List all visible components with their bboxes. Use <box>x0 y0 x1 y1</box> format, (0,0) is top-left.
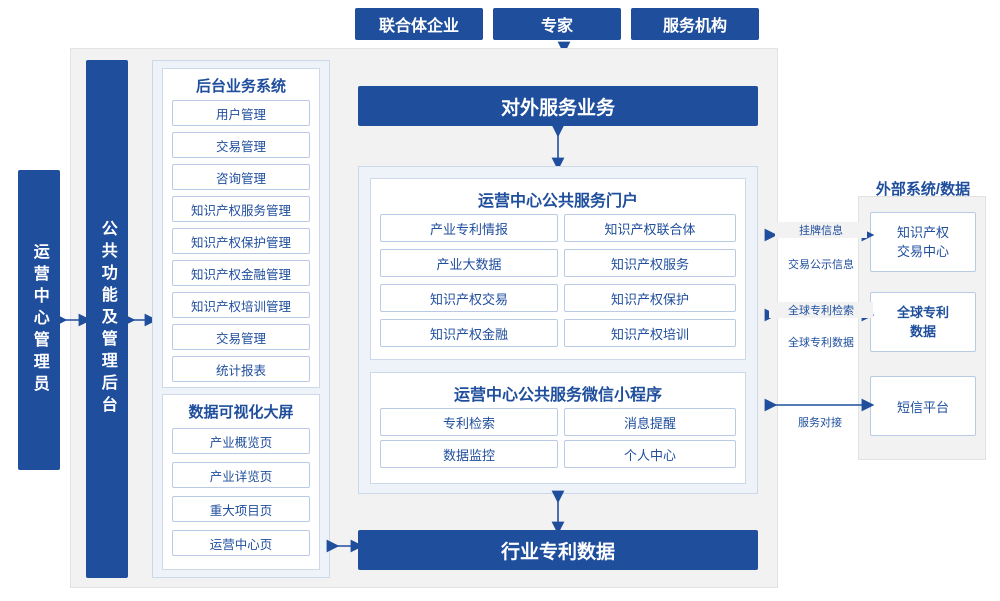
portal-item-6[interactable]: 知识产权金融 <box>380 319 558 347</box>
external-label-listing-info: 挂牌信息 <box>775 222 867 238</box>
backend-item-3[interactable]: 知识产权服务管理 <box>172 196 310 222</box>
external-item-global-patent-line2: 数据 <box>909 324 936 339</box>
backend-item-0[interactable]: 用户管理 <box>172 100 310 126</box>
portal-item-2[interactable]: 产业大数据 <box>380 249 558 277</box>
external-connector-sms <box>764 392 875 418</box>
backend-system-title: 后台业务系统 <box>195 77 286 95</box>
portal-title: 运营中心公共服务门户 <box>477 193 638 210</box>
service-portal-connector <box>540 124 580 171</box>
backend-item-6[interactable]: 知识产权培训管理 <box>172 292 310 318</box>
dashboard-item-1[interactable]: 产业详览页 <box>172 462 310 488</box>
operator-admin-label: 运营中心管理员 <box>30 243 48 397</box>
actor-box-alliance-enterprise[interactable]: 联合体企业 <box>355 8 483 40</box>
industry-patent-data-box[interactable]: 行业专利数据 <box>358 530 758 570</box>
portal-item-0[interactable]: 产业专利情报 <box>380 214 558 242</box>
external-service-box[interactable]: 对外服务业务 <box>358 86 758 126</box>
common-platform-label: 公共功能及管理后台 <box>98 220 116 418</box>
external-label-global-patent-search: 全球专利检索 <box>769 302 873 318</box>
backend-item-5[interactable]: 知识产权金融管理 <box>172 260 310 286</box>
miniprogram-title: 运营中心公共服务微信小程序 <box>453 387 662 404</box>
operator-admin-box[interactable]: 运营中心管理员 <box>18 170 60 470</box>
backend-item-1[interactable]: 交易管理 <box>172 132 310 158</box>
external-label-global-patent-data: 全球专利数据 <box>788 337 854 349</box>
portal-item-7[interactable]: 知识产权培训 <box>564 319 736 347</box>
external-item-sms-platform[interactable]: 短信平台 <box>870 376 976 436</box>
external-label-service-docking: 服务对接 <box>798 417 842 429</box>
external-item-global-patent-line1: 全球专利 <box>896 304 949 320</box>
dashboard-item-0[interactable]: 产业概览页 <box>172 428 310 454</box>
external-item-ip-exchange[interactable]: 知识产权 交易中心 <box>870 212 976 272</box>
external-label-trade-public-info: 交易公示信息 <box>788 259 854 271</box>
backend-item-8[interactable]: 统计报表 <box>172 356 310 382</box>
actor-box-expert[interactable]: 专家 <box>493 8 621 40</box>
dashboard-item-2[interactable]: 重大项目页 <box>172 496 310 522</box>
external-item-ip-exchange-line2: 交易中心 <box>896 244 949 259</box>
portal-item-5[interactable]: 知识产权保护 <box>564 284 736 312</box>
backend-item-7[interactable]: 交易管理 <box>172 324 310 350</box>
backend-item-4[interactable]: 知识产权保护管理 <box>172 228 310 254</box>
portal-item-1[interactable]: 知识产权联合体 <box>564 214 736 242</box>
external-item-ip-exchange-line1: 知识产权 <box>896 224 949 240</box>
miniprogram-item-2[interactable]: 数据监控 <box>380 440 558 468</box>
common-platform-box[interactable]: 公共功能及管理后台 <box>86 60 128 578</box>
external-systems-title: 外部系统/数据 <box>875 180 971 198</box>
dashboard-title: 数据可视化大屏 <box>188 403 294 421</box>
miniprogram-item-0[interactable]: 专利检索 <box>380 408 558 436</box>
miniprogram-item-3[interactable]: 个人中心 <box>564 440 736 468</box>
miniprogram-item-1[interactable]: 消息提醒 <box>564 408 736 436</box>
backend-item-2[interactable]: 咨询管理 <box>172 164 310 190</box>
dashboard-industry-connector <box>326 534 364 558</box>
platform-backend-connector <box>122 308 158 332</box>
actor-box-service-agency[interactable]: 服务机构 <box>631 8 759 40</box>
portal-industry-connector <box>540 490 580 535</box>
portal-item-3[interactable]: 知识产权服务 <box>564 249 736 277</box>
external-item-global-patent[interactable]: 全球专利 数据 <box>870 292 976 352</box>
admin-platform-connector <box>54 308 92 332</box>
dashboard-item-3[interactable]: 运营中心页 <box>172 530 310 556</box>
portal-item-4[interactable]: 知识产权交易 <box>380 284 558 312</box>
